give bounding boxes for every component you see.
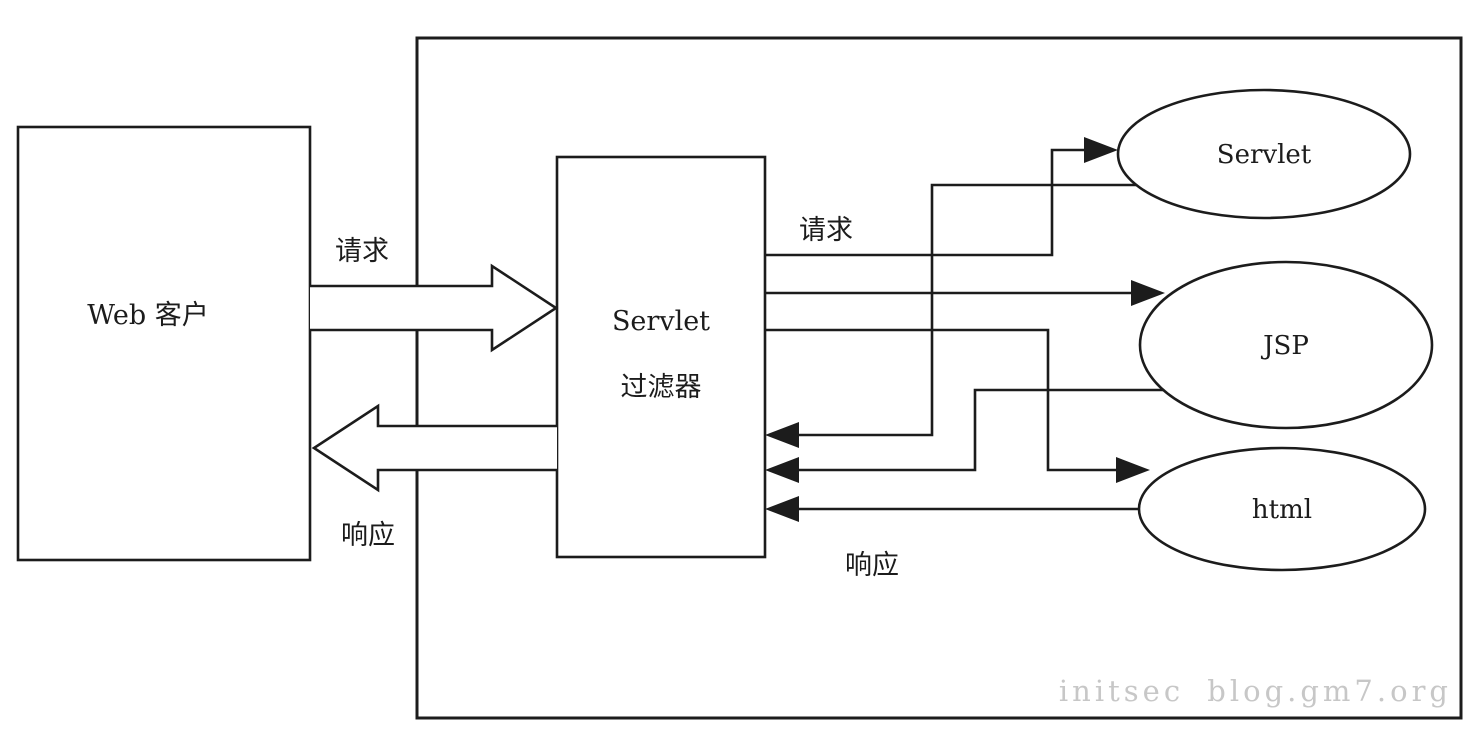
response-block-arrow [311,403,557,493]
client-response-label: 响应 [341,520,395,551]
html-node-label: html [1251,495,1313,525]
web-client-label: Web 客户 [87,300,209,331]
request-line-html [765,328,1116,472]
arrowhead-request-html-icon [1116,457,1150,483]
arrowhead-request-servlet-icon [1084,137,1118,163]
request-block-arrow [310,263,559,353]
filter-response-label: 响应 [845,550,899,581]
filter-request-label: 请求 [799,215,853,246]
servlet-node [1116,88,1412,220]
web-client-box [16,125,312,562]
arrowhead-response-servlet-icon [765,422,799,448]
response-line-servlet [799,183,1136,437]
jsp-node [1138,260,1434,430]
arrowhead-response-jsp-icon [765,457,799,483]
outer-boundary-box [415,36,1463,720]
arrowhead-response-html-icon [765,496,799,522]
servlet-node-label: Servlet [1216,140,1312,170]
arrowhead-request-jsp-icon [1131,280,1165,306]
watermark-text: initsec blog.gm7.org [1058,674,1452,708]
jsp-node-label: JSP [1263,331,1309,361]
servlet-filter-box [555,155,767,559]
request-line-servlet [765,148,1084,257]
servlet-filter-label-line1: Servlet [611,306,711,337]
client-request-label: 请求 [335,236,389,267]
servlet-filter-label-line2: 过滤器 [620,372,702,403]
response-line-jsp [799,388,1163,472]
